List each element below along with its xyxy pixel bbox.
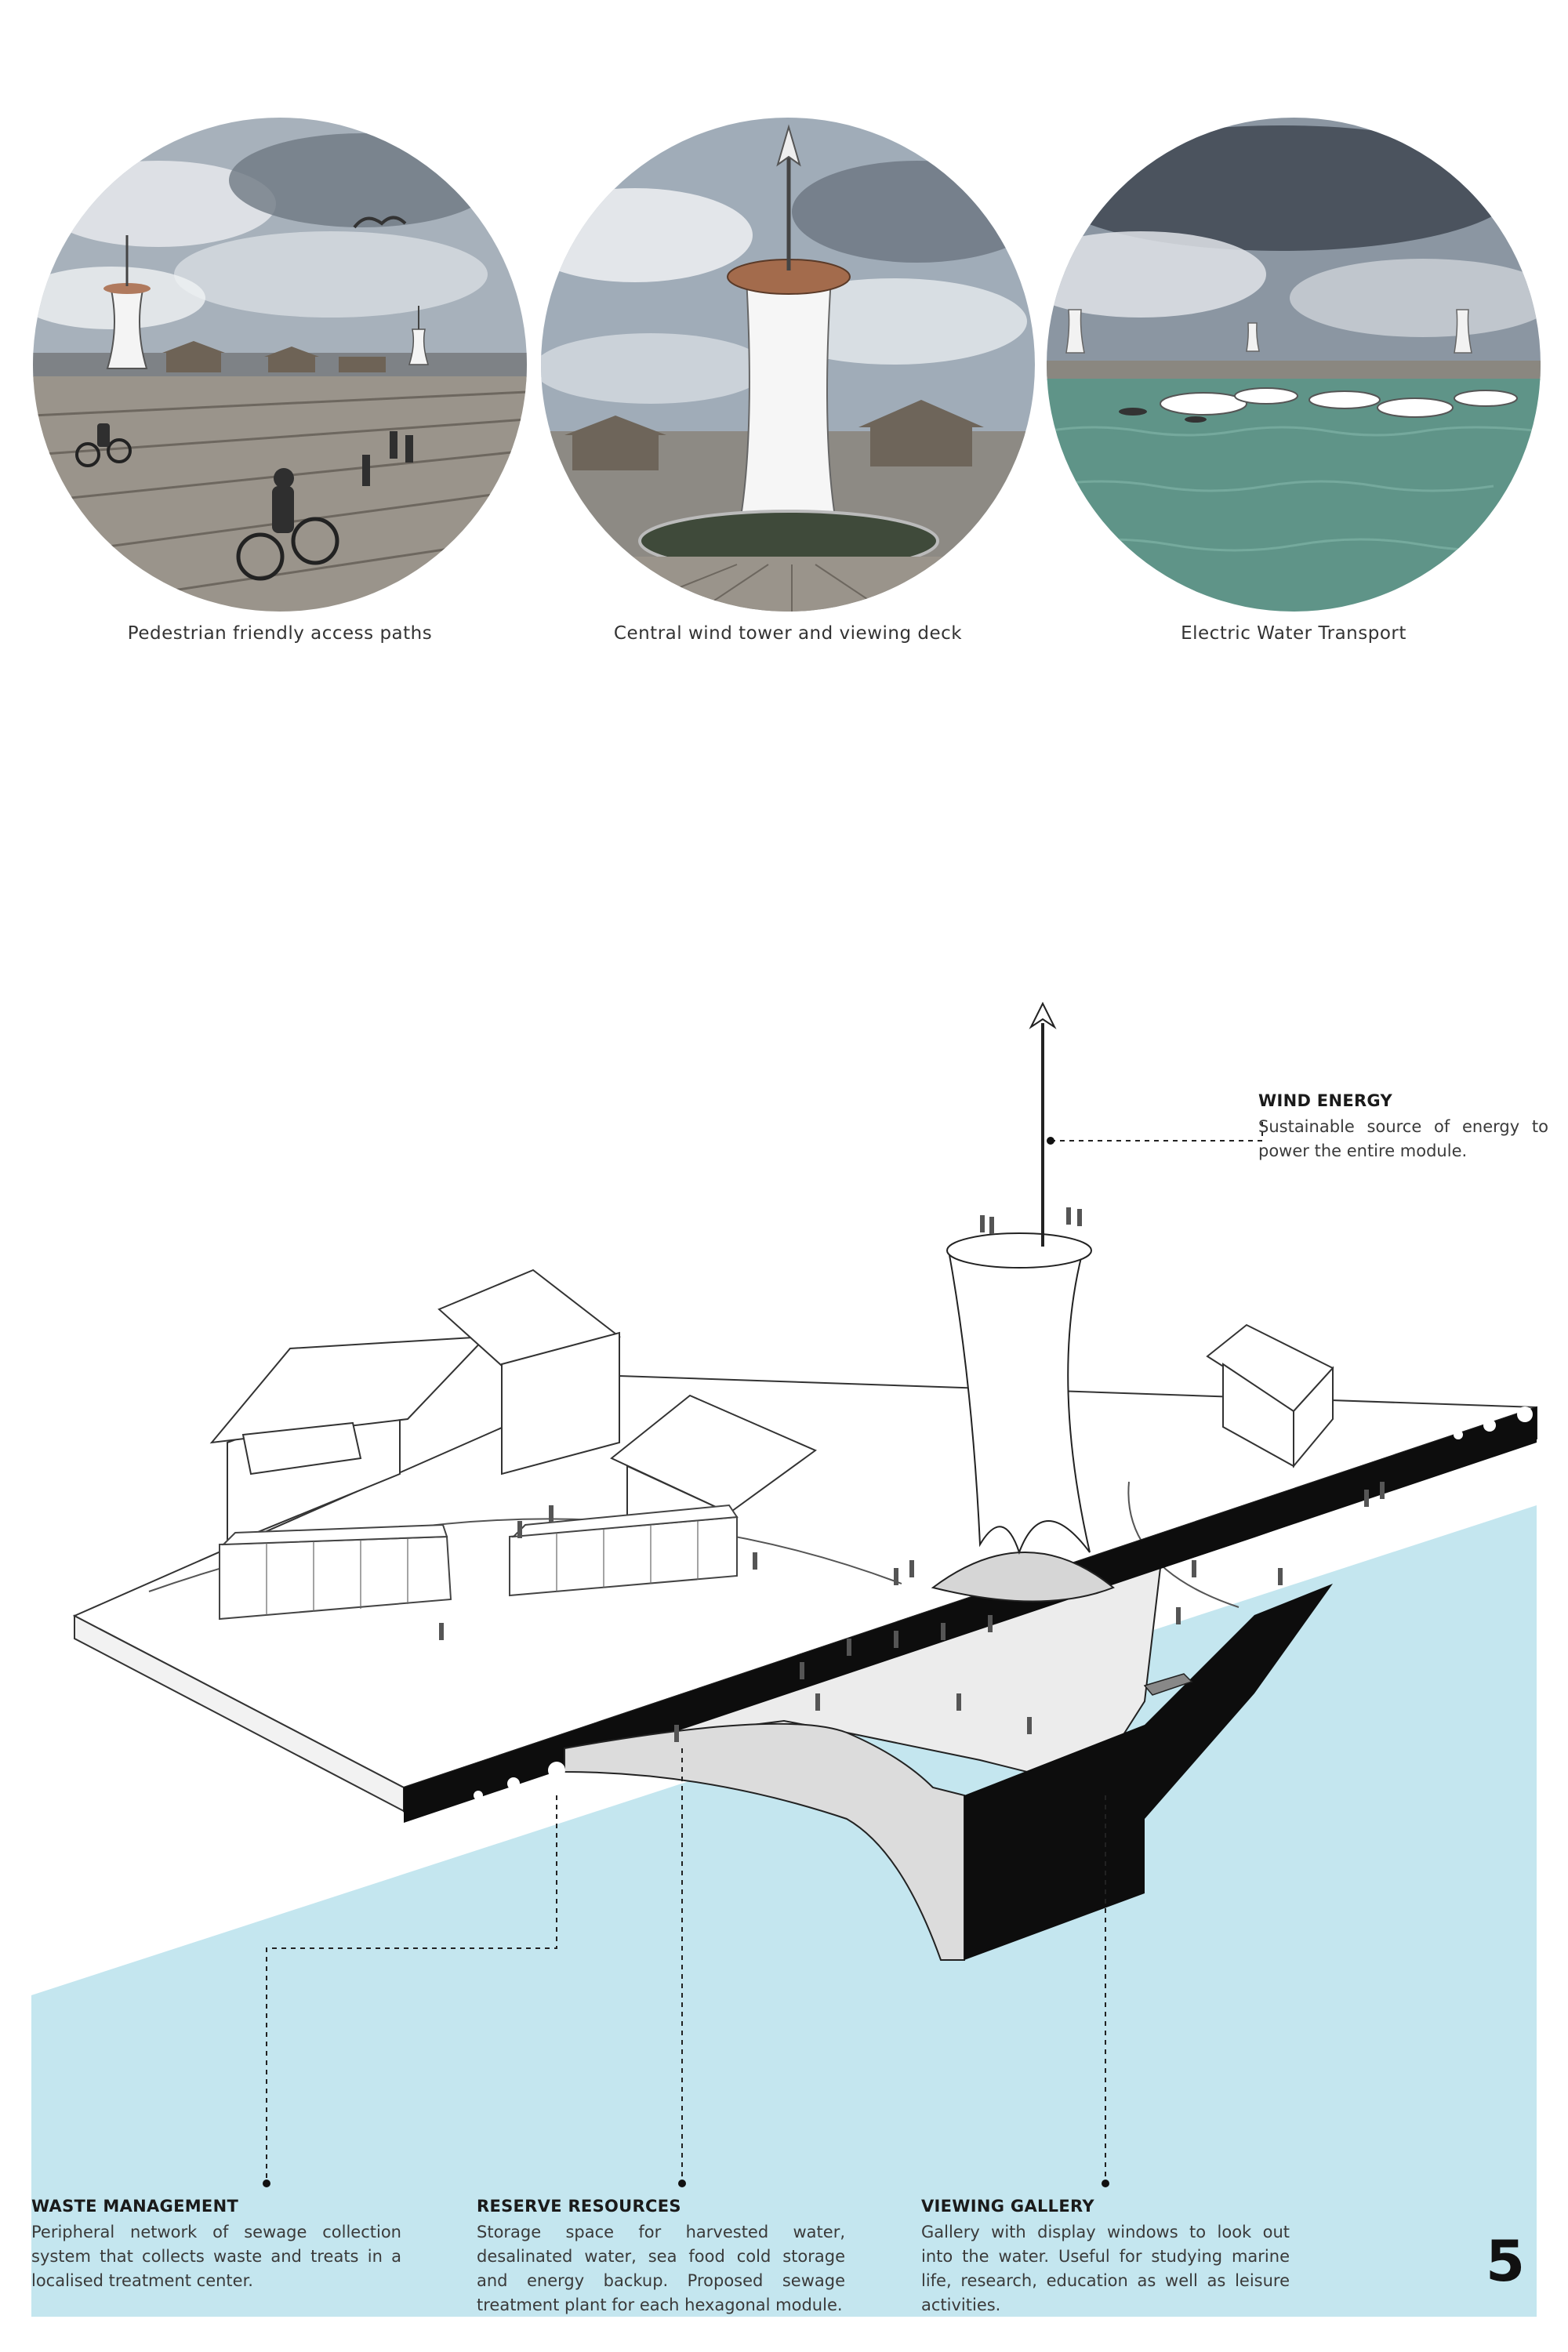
water-transport-render-image	[1047, 118, 1541, 612]
leader-dots	[263, 1137, 1109, 2187]
wind-energy-description: Sustainable source of energy to power th…	[1258, 1117, 1548, 1160]
viewing-gallery-description: Gallery with display windows to look out…	[921, 2223, 1290, 2314]
people-figures	[439, 1207, 1385, 1742]
structural-slab	[404, 1407, 1537, 1823]
waste-management-title: WASTE MANAGEMENT	[31, 2197, 239, 2216]
greenhouses	[219, 1504, 739, 1621]
render-wind-tower	[541, 118, 1035, 612]
caption-wind-tower: Central wind tower and viewing deck	[613, 623, 963, 644]
caption-pedestrian-paths: Pedestrian friendly access paths	[127, 623, 433, 644]
amphitheatre	[931, 1552, 1115, 1602]
viewing-gallery-title: VIEWING GALLERY	[921, 2197, 1094, 2216]
waste-management-description: Peripheral network of sewage collection …	[31, 2223, 401, 2290]
wind-energy-title: WIND ENERGY	[1258, 1091, 1393, 1110]
viewing-window	[1143, 1673, 1193, 1696]
render-water-transport	[1047, 118, 1541, 612]
hull-flare	[1145, 1584, 1333, 1819]
buildings	[209, 1269, 1334, 1570]
tower-deck	[946, 1232, 1092, 1269]
pedestrian-render-image	[33, 118, 527, 612]
wind-tower	[947, 1249, 1091, 1555]
wind-tower-render-image	[541, 118, 1035, 612]
render-pedestrian-paths	[33, 118, 527, 612]
axonometric-module-diagram	[31, 1001, 1537, 2317]
greenhouse-ribs	[266, 1521, 699, 1615]
caption-water-transport: Electric Water Transport	[1181, 623, 1406, 644]
reserve-resources-description: Storage space for harvested water, desal…	[477, 2223, 845, 2314]
wind-turbine-icon	[1029, 1001, 1057, 1029]
portholes	[474, 1406, 1533, 1800]
reserve-resources-title: RESERVE RESOURCES	[477, 2197, 681, 2216]
page-number: 5	[1486, 2228, 1526, 2294]
hull-curve	[564, 1722, 965, 1961]
hull-base	[964, 1725, 1145, 1960]
leader-lines	[266, 1117, 1263, 2183]
water-body	[31, 1505, 1537, 2317]
